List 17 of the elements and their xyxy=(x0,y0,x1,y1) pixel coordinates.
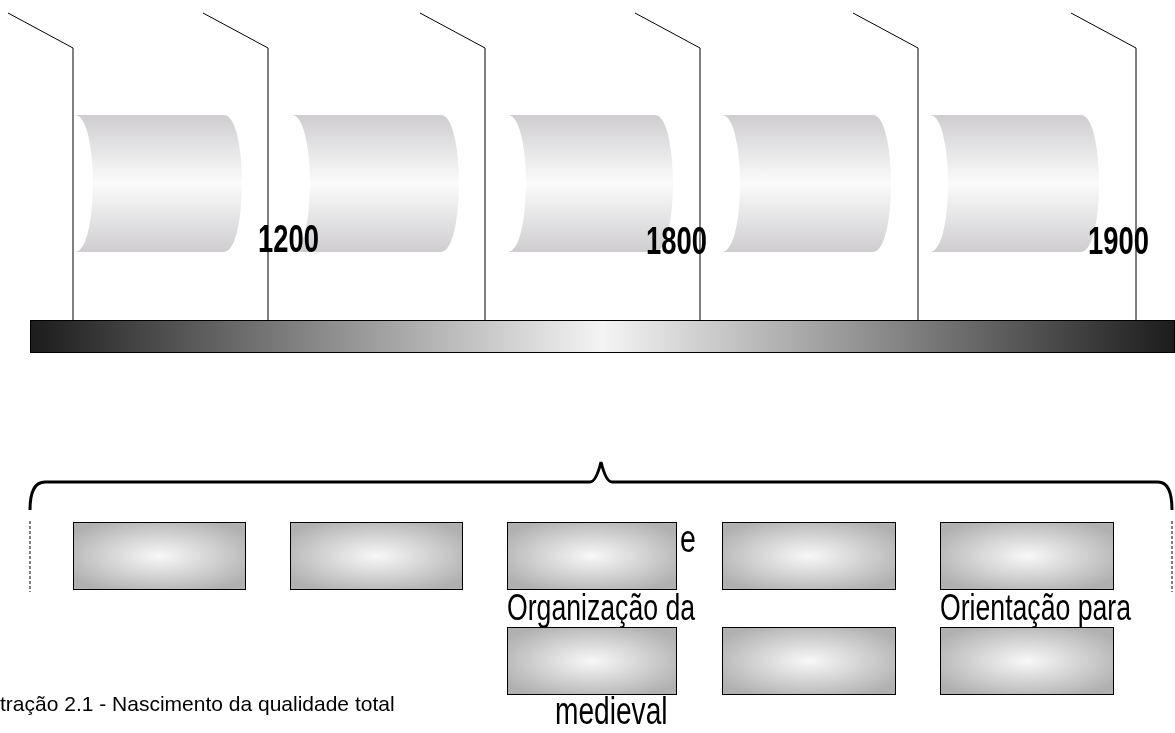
gradient-box xyxy=(722,522,896,590)
text-label: medieval xyxy=(555,692,668,730)
text-label: Orientação para xyxy=(940,590,1132,626)
gradient-box xyxy=(940,522,1114,590)
gradient-box xyxy=(290,522,463,590)
text-label: Organização da xyxy=(507,590,696,626)
timeline-bar xyxy=(30,320,1175,353)
text-fragment: e xyxy=(680,520,696,558)
gradient-box xyxy=(73,522,246,590)
year-label: 1800 xyxy=(646,222,707,260)
gradient-box xyxy=(507,627,677,695)
gradient-box xyxy=(940,627,1114,695)
year-label: 1200 xyxy=(258,220,319,258)
figure-caption: tração 2.1 - Nascimento da qualidade total xyxy=(0,693,395,714)
year-label: 1900 xyxy=(1088,222,1149,260)
gradient-box xyxy=(722,627,896,695)
gradient-box xyxy=(507,522,677,590)
